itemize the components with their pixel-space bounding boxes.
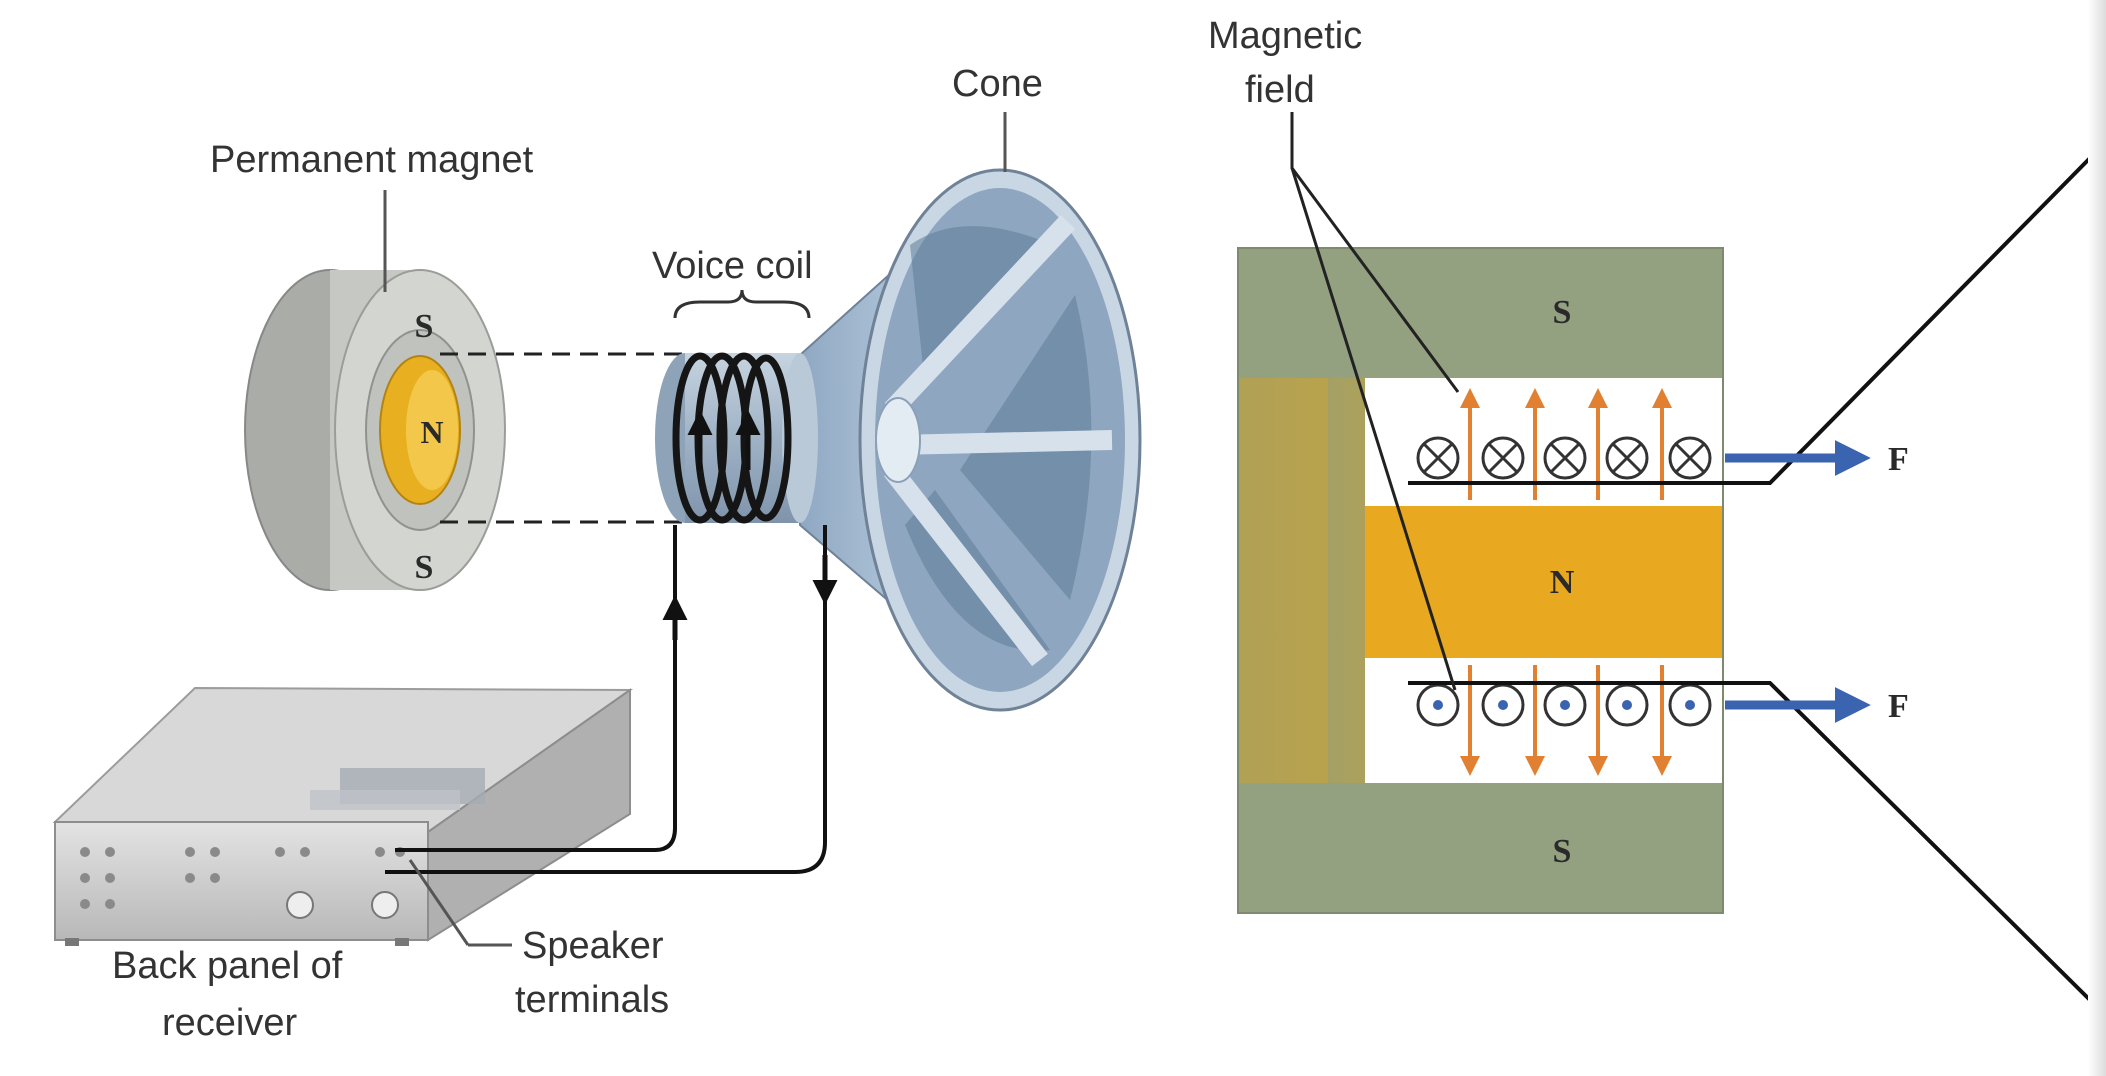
- magnet-pole-center: N: [420, 414, 443, 450]
- voice-coil: [655, 352, 818, 524]
- back-panel-label-line2: receiver: [162, 1002, 297, 1044]
- force-label-bottom: F: [1888, 688, 1909, 725]
- speaker-terminals-label-line2: terminals: [515, 979, 669, 1021]
- force-label-top: F: [1888, 441, 1909, 478]
- circled-x-icon: [1416, 436, 1712, 480]
- voice-coil-label: Voice coil: [652, 245, 813, 287]
- permanent-magnet-label: Permanent magnet: [210, 139, 534, 181]
- wire-to-coil: [395, 525, 677, 852]
- cross-pole-bottom: S: [1553, 833, 1572, 870]
- cross-pole-center: N: [1550, 564, 1575, 601]
- magnet-pole-top: S: [415, 308, 434, 345]
- permanent-magnet: [244, 269, 506, 591]
- receiver: [52, 686, 634, 946]
- field-leader-lines: [1290, 112, 1460, 691]
- cone-label: Cone: [952, 63, 1043, 105]
- terminals-leader-line: [408, 859, 470, 946]
- page-edge-shadow: [2088, 0, 2106, 1076]
- voice-coil-brace: [673, 289, 811, 319]
- magnet-cross-section: [1237, 247, 1724, 914]
- cross-pole-top: S: [1553, 294, 1572, 331]
- magnetic-field-label-line1: Magnetic: [1208, 15, 1362, 57]
- magnetic-field-label-line2: field: [1245, 69, 1315, 111]
- back-panel-label-line1: Back panel of: [112, 945, 343, 987]
- magnet-pole-bottom: S: [415, 549, 434, 586]
- speaker-cone: [799, 168, 1142, 712]
- speaker-terminals-label-line1: Speaker: [522, 925, 664, 967]
- force-arrows: [1725, 440, 1871, 723]
- wire-from-coil: [385, 525, 827, 874]
